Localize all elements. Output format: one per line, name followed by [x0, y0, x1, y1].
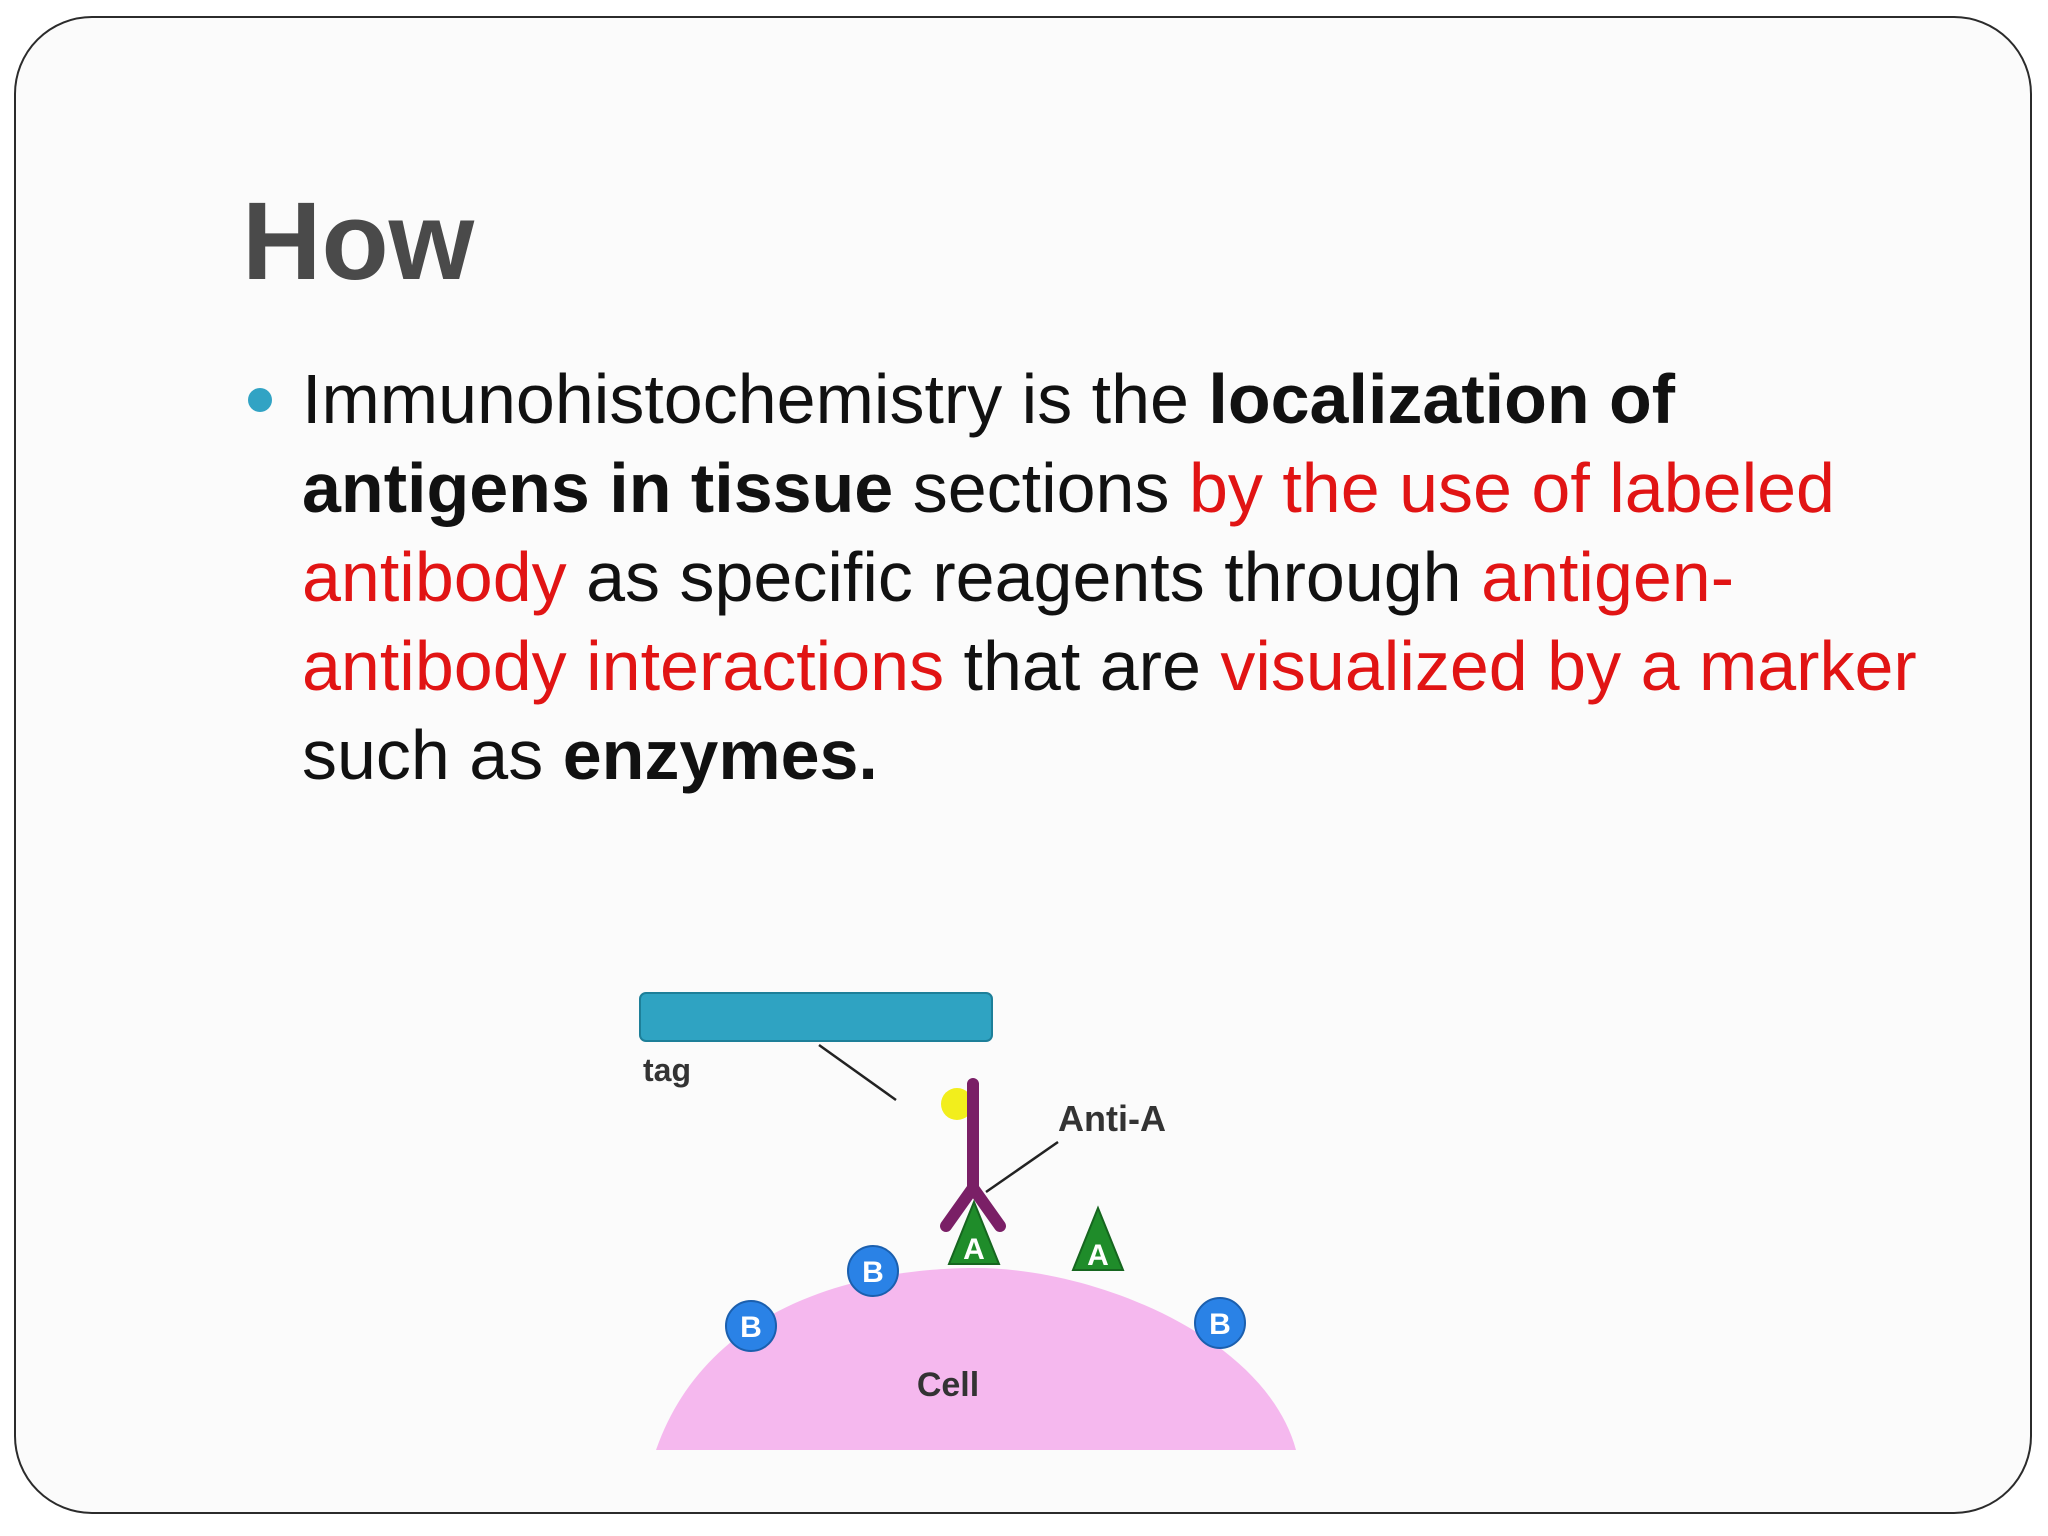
antigen-b-circle	[725, 1300, 777, 1352]
antibody-shape	[940, 1078, 1006, 1232]
antibody-leader-line	[985, 1140, 1059, 1194]
bullet-dot-icon	[248, 388, 272, 412]
antigen-a-triangle-bound	[947, 1199, 1001, 1265]
bullet-segment-bold: enzymes.	[562, 716, 878, 794]
bullet-segment: Immunohistochemistry is the	[302, 360, 1209, 438]
bullet-segment-bold: localization of antigens in tissue	[302, 360, 1676, 527]
tag-label: tag	[643, 1052, 691, 1088]
cell-body	[656, 1268, 1296, 1450]
slide-frame: How Immunohistochemistry is the localiza…	[14, 16, 2032, 1514]
antigen-b-letter: B	[740, 1311, 762, 1344]
bullet-segment: sections	[893, 449, 1189, 527]
bullet-segment-red: by the use of labeled antibody	[302, 449, 1835, 616]
bullet-segment: as specific reagents through	[566, 538, 1482, 616]
slide-title: How	[242, 180, 475, 303]
bullet-text: Immunohistochemistry is the localization…	[302, 355, 1982, 800]
cell-label: Cell	[917, 1366, 979, 1404]
bullet-segment-red: visualized by a marker	[1220, 627, 1917, 705]
antigen-b-circle	[1194, 1297, 1246, 1349]
tag-marker-dot	[941, 1088, 973, 1120]
antigen-a-letter: A	[963, 1233, 985, 1266]
bullet-segment-red: antigen-antibody interactions	[302, 538, 1735, 705]
diagram-svg: Cell tag Anti-A A A B B B	[639, 992, 1296, 1450]
antibody-antigen-diagram: Cell tag Anti-A A A B B B	[576, 968, 1366, 1468]
antigen-b-circle	[847, 1245, 899, 1297]
bullet-segment: such as	[302, 716, 563, 794]
antigen-a-letter: A	[1087, 1239, 1109, 1272]
antigen-a-triangle	[1071, 1205, 1125, 1271]
antibody-label: Anti-A	[1058, 1098, 1166, 1139]
antigen-b-letter: B	[862, 1256, 884, 1289]
antigen-b-letter: B	[1209, 1308, 1231, 1341]
bullet-segment: that are	[944, 627, 1221, 705]
tag-box	[639, 992, 993, 1042]
tag-leader-line	[818, 1043, 897, 1102]
